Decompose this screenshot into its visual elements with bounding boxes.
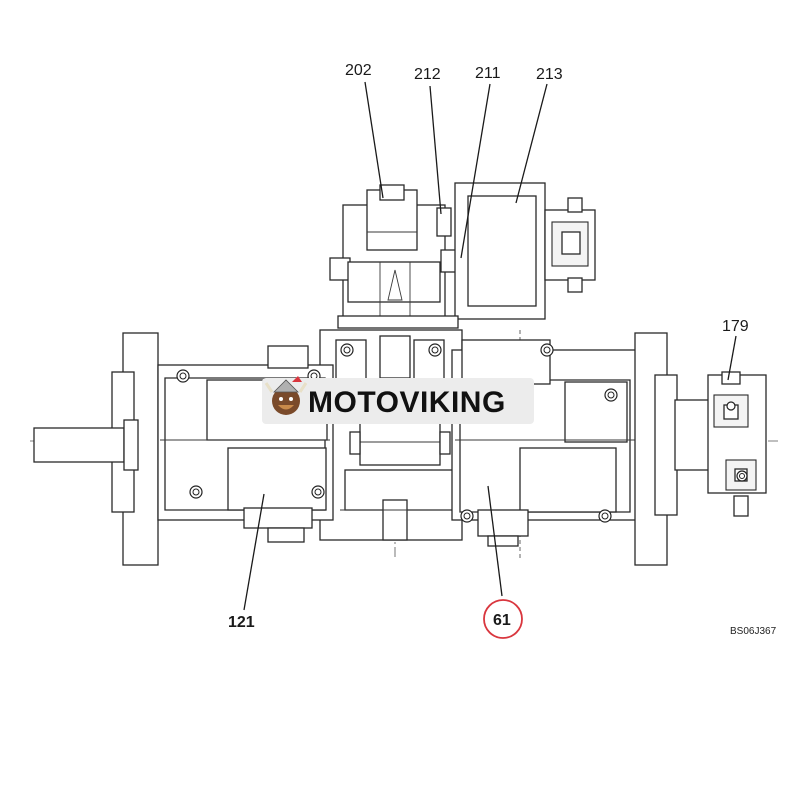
bolt-7 [604, 388, 618, 402]
top-gear-pump-assembly [329, 182, 596, 329]
bolts [176, 343, 748, 523]
label-211: 211 [475, 65, 501, 82]
bolt-3 [189, 485, 203, 499]
bolt-11 [736, 470, 748, 482]
leader-211 [460, 83, 491, 259]
drawing-code: BS06J367 [730, 626, 777, 637]
label-212: 212 [414, 66, 441, 83]
leader-61 [487, 485, 503, 597]
watermark-brand: MOTOVIKING [308, 386, 506, 419]
right-pump-section [451, 332, 678, 566]
bolt-6 [598, 509, 612, 523]
leader-213 [515, 83, 548, 204]
bolt-1 [176, 369, 190, 383]
leader-179 [727, 335, 737, 381]
label-121: 121 [228, 614, 255, 631]
bolt-9 [428, 343, 442, 357]
leader-lines [243, 81, 737, 611]
pilot-pump-179 [674, 371, 767, 517]
center-housing [319, 329, 463, 541]
label-179: 179 [722, 318, 749, 335]
label-213: 213 [536, 66, 563, 83]
leader-202 [364, 81, 384, 199]
part-labels: 202 212 211 213 179 121 61 BS06J367 [228, 62, 777, 639]
bolt-10 [540, 343, 554, 357]
bolt-8 [340, 343, 354, 357]
highlight-circle-61 [483, 599, 523, 639]
label-202: 202 [345, 62, 372, 79]
bolt-4 [311, 485, 325, 499]
label-61: 61 [493, 612, 511, 629]
leader-212 [429, 85, 442, 215]
viking-mascot-icon [264, 376, 308, 415]
watermark: MOTOVIKING [262, 376, 534, 424]
bolt-12 [726, 401, 736, 411]
leader-121 [243, 493, 265, 611]
left-pump-section [33, 332, 334, 566]
bolt-5 [460, 509, 474, 523]
